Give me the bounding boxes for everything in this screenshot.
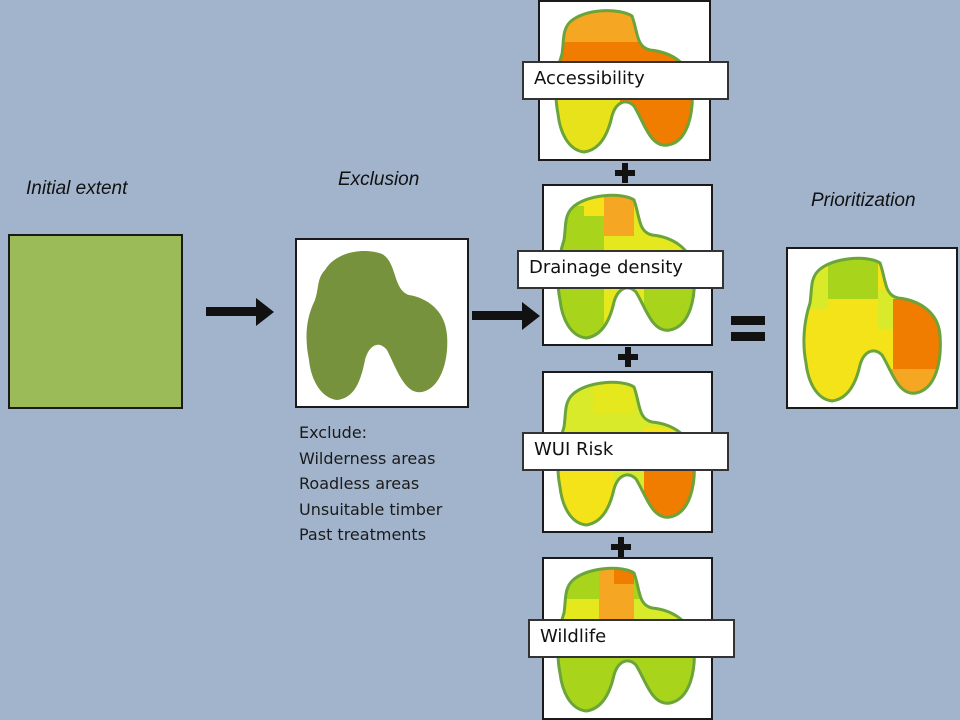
plus-icon (618, 347, 638, 367)
exclusion-caption: Exclusion (338, 169, 420, 190)
initial-extent-caption: Initial extent (26, 178, 128, 199)
exclusion-shape (306, 251, 448, 400)
exclusion-item: Unsuitable timber (299, 499, 443, 519)
exclusion-list: Exclude: Wilderness areas Roadless areas… (299, 420, 442, 548)
arrow-right-icon (206, 298, 274, 326)
layer-label-wildlife: Wildlife (528, 619, 735, 658)
prioritization-caption: Prioritization (811, 190, 916, 211)
exclusion-item: Roadless areas (299, 474, 420, 493)
layer-label-wui-risk: WUI Risk (522, 432, 729, 471)
plus-icon (611, 537, 631, 557)
layer-label-accessibility: Accessibility (522, 61, 729, 100)
layer-label-drainage-density: Drainage density (517, 250, 724, 289)
exclusion-heading: Exclude: (299, 423, 368, 442)
prioritization-map (802, 256, 942, 403)
exclusion-item: Wilderness areas (299, 448, 436, 468)
prioritization-map-panel (786, 247, 958, 409)
arrow-right-icon (472, 302, 540, 330)
equals-icon (731, 316, 765, 341)
initial-extent-square (8, 234, 183, 409)
plus-icon (615, 163, 635, 183)
exclusion-item: Past treatments (299, 525, 427, 544)
exclusion-panel (295, 238, 469, 408)
layer-map-accessibility (538, 0, 711, 161)
